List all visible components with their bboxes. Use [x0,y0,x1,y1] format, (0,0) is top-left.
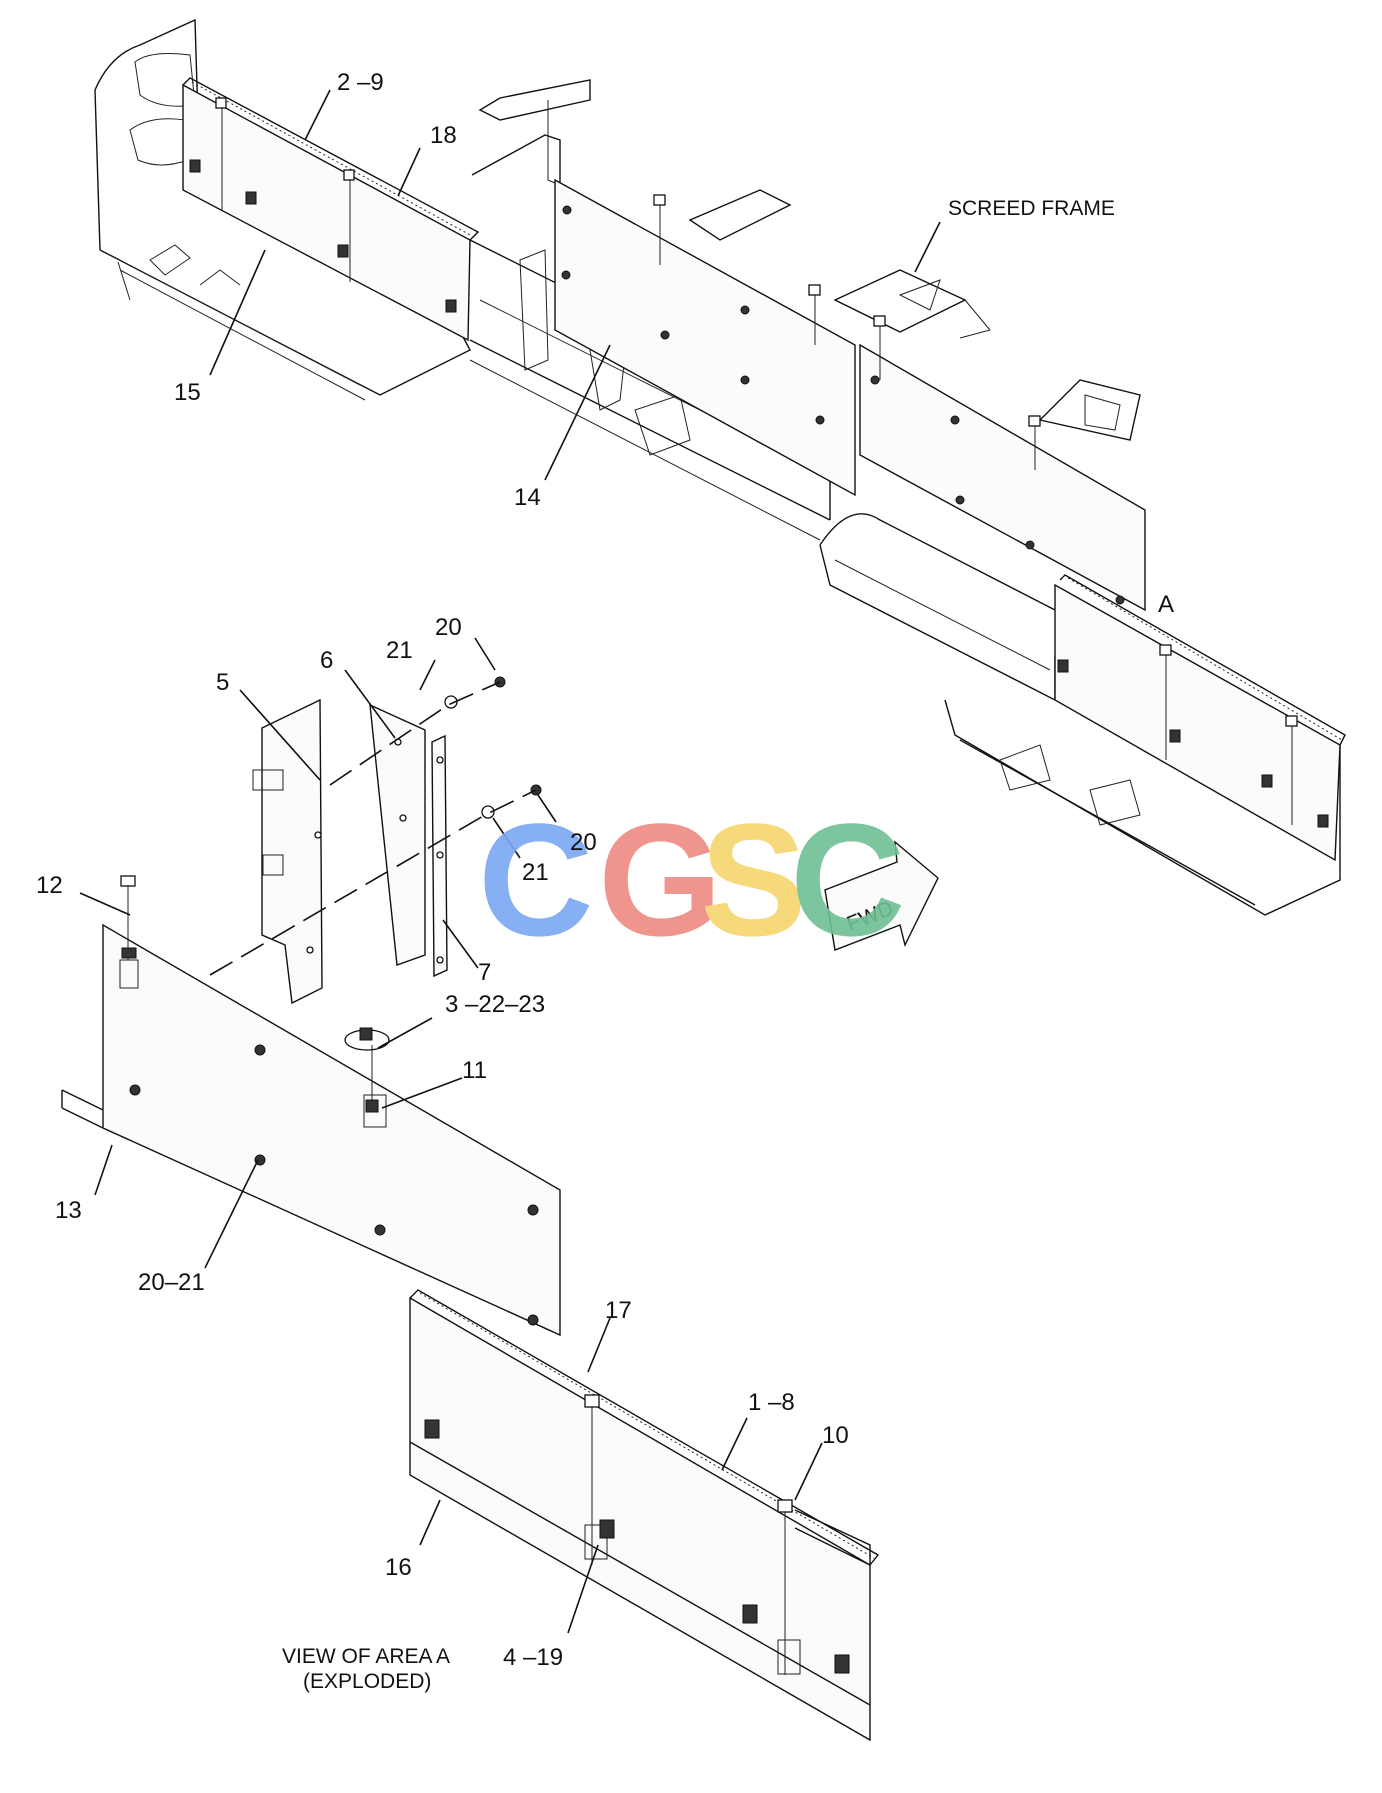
watermark-letter-g: G [598,790,722,969]
callout-18: 18 [430,122,457,149]
callout-21-top: 21 [386,637,413,664]
watermark-letter-c2: C [790,790,906,969]
callout-15: 15 [174,379,201,406]
upper-screed-assembly [94,18,1346,916]
callout-10: 10 [822,1422,849,1449]
callout-4-19: 4 –19 [503,1644,563,1671]
callout-16: 16 [385,1554,412,1581]
callout-5: 5 [216,669,229,696]
view-caption-line2: (EXPLODED) [303,1670,431,1693]
right-end-panel [1054,574,1346,862]
panel-15 [182,77,480,342]
fwd-arrow: FWD [824,840,939,951]
panel-14 [554,178,856,497]
watermark-letter-s: S [700,790,807,969]
panel-area-a [859,315,1146,612]
callout-17: 17 [605,1297,632,1324]
callout-11: 11 [462,1057,487,1084]
part-7-strip [431,734,448,978]
lower-leaders [79,637,823,1634]
panel-13 [61,923,561,1337]
callout-20-21: 20–21 [138,1269,205,1296]
callout-12: 12 [36,872,63,899]
callout-3-22-23: 3 –22–23 [445,991,545,1018]
callout-14: 14 [514,484,541,511]
callout-labels: 2 –9 18 15 14 SCREED FRAME A 20 21 5 6 2… [36,69,1174,1693]
upper-leaders [209,89,941,481]
callout-area-a: A [1158,591,1174,618]
cgsc-watermark: C G S C [478,790,906,969]
view-caption-line1: VIEW OF AREA A [282,1645,450,1668]
callout-1-8: 1 –8 [748,1389,795,1416]
part-5-bracket [252,698,323,1005]
panel-16-17 [409,1289,880,1742]
watermark-letter-c1: C [478,790,594,969]
exploded-view [61,676,880,1742]
callout-20-mid: 20 [570,829,597,856]
callout-13: 13 [55,1197,82,1224]
callout-21-mid: 21 [522,859,549,886]
callout-2-9: 2 –9 [337,69,384,96]
callout-20-top: 20 [435,614,462,641]
callout-screed-frame: SCREED FRAME [948,197,1115,220]
callout-6: 6 [320,647,333,674]
callout-7: 7 [478,959,491,986]
part-6-plate [369,703,426,966]
